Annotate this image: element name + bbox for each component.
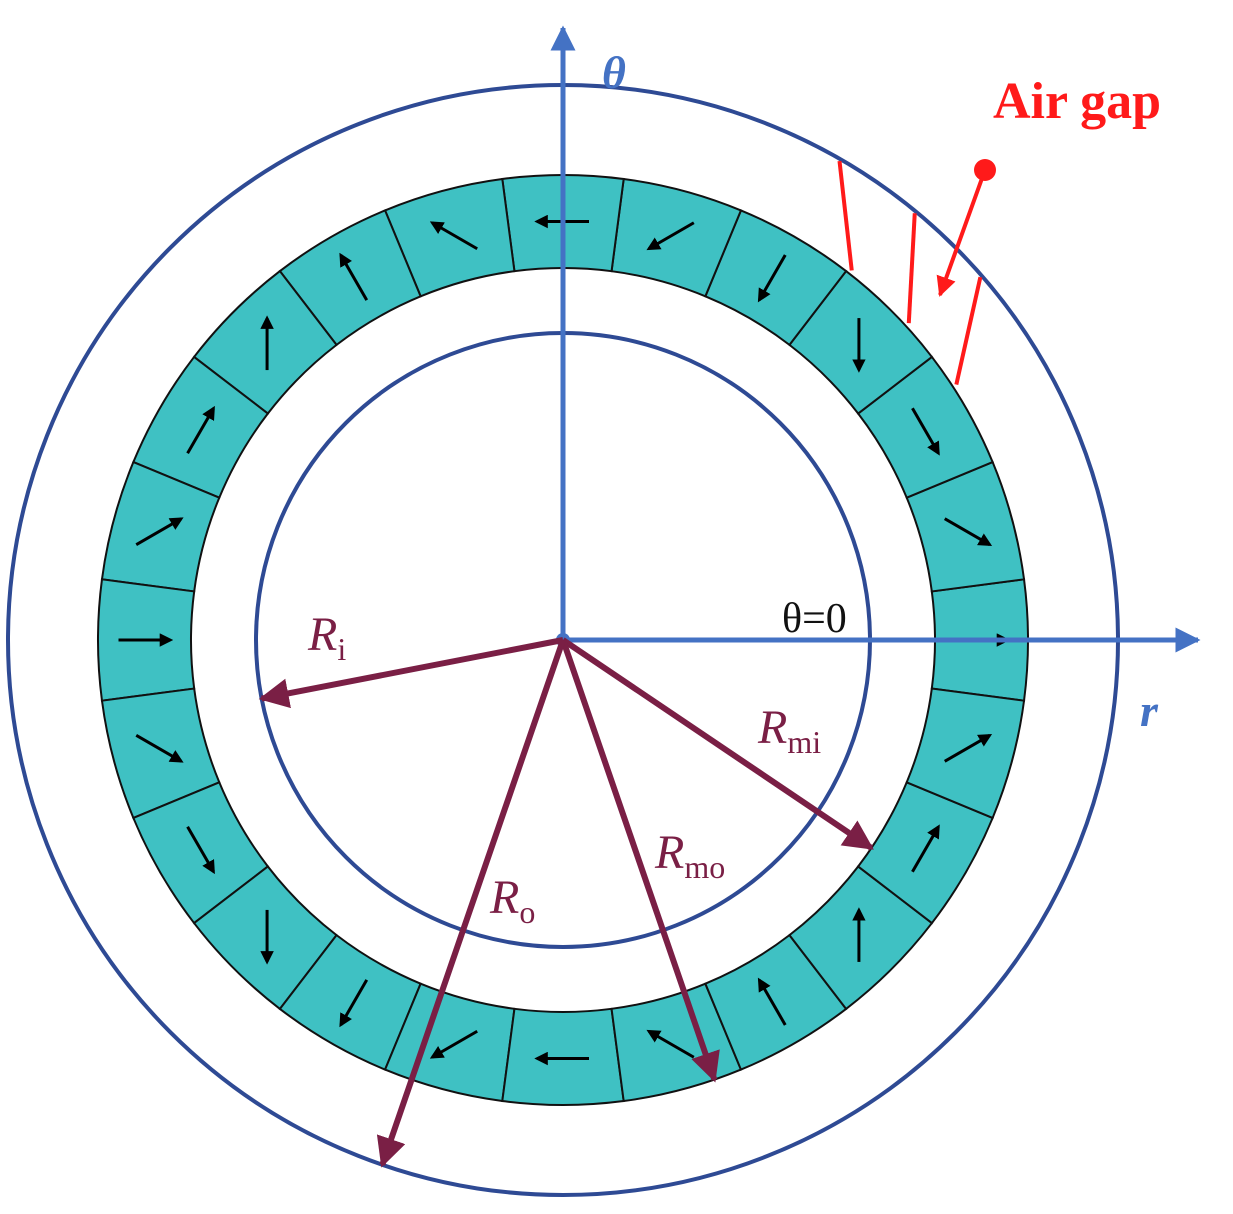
magnet-segment <box>905 687 1026 820</box>
r-i-label: Ri <box>307 608 346 667</box>
magnetization-arrow <box>186 405 215 455</box>
air-gap-hatch <box>906 213 917 324</box>
r-mi-label: Rmi <box>757 701 821 760</box>
magnetization-arrow <box>429 1029 478 1059</box>
magnetization-arrow <box>429 221 478 251</box>
magnetization-arrow <box>339 979 369 1028</box>
r-o-arrow <box>376 639 566 1168</box>
r-axis-label: r <box>1140 685 1159 736</box>
air-gap-hatch <box>837 160 854 271</box>
magnetization-arrow <box>911 824 940 873</box>
magnetization-arrow <box>646 1029 695 1059</box>
magnetization-arrow <box>943 733 993 763</box>
magnet-ring <box>97 174 1029 1106</box>
magnet-segment <box>501 1007 625 1106</box>
magnetization-arrow <box>911 407 940 456</box>
r-i-arrow <box>258 637 564 709</box>
radius-arrows <box>258 637 874 1168</box>
theta-axis-label: θ <box>602 47 626 98</box>
magnetization-arrow <box>757 977 787 1026</box>
magnetization-arrow <box>135 734 184 763</box>
r-mo-label: Rmo <box>654 826 725 885</box>
r-o-label: Ro <box>489 871 535 930</box>
magnetization-arrow <box>757 254 787 303</box>
magnetization-arrow <box>646 221 695 251</box>
air-gap-pointer-arrow <box>936 169 987 297</box>
magnetization-arrow <box>339 252 369 301</box>
theta-zero-label: θ=0 <box>782 596 847 642</box>
air-gap-hatch <box>954 276 983 386</box>
air-gap-indicator <box>837 159 996 386</box>
r-mo-arrow <box>560 639 720 1083</box>
r-mi-arrow <box>561 637 874 851</box>
magnetization-arrow <box>135 517 184 546</box>
magnetization-arrow <box>943 517 993 547</box>
magnetization-arrow <box>186 825 215 875</box>
air-gap-label: Air gap <box>993 73 1161 130</box>
